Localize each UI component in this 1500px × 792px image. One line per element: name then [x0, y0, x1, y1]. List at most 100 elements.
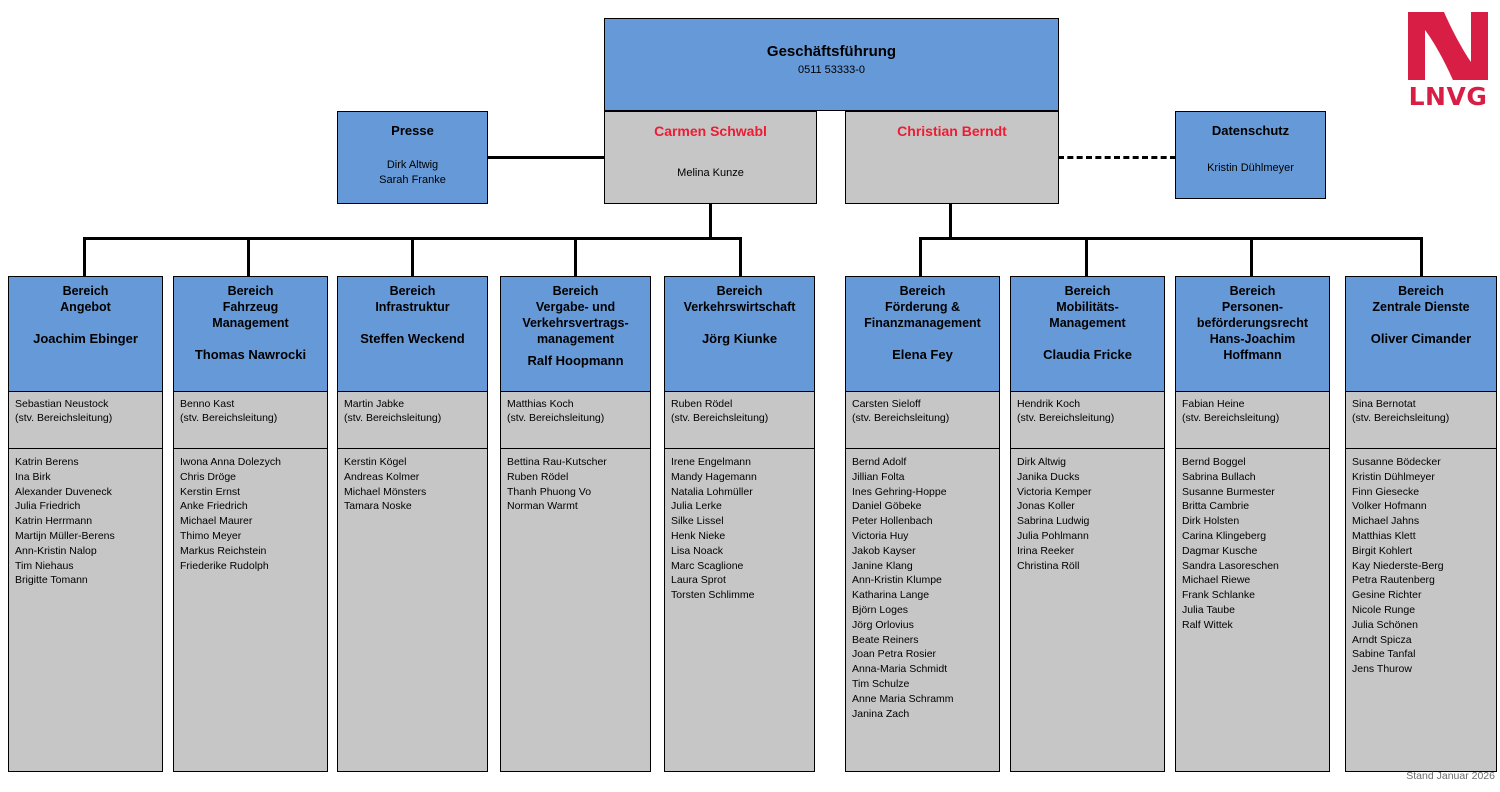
staff-member: Alexander Duveneck — [15, 485, 112, 498]
connector-drop-3 — [411, 237, 414, 276]
staff-member: Volker Hofmann — [1352, 500, 1427, 513]
staff-member: Lisa Noack — [671, 544, 723, 557]
director-right-box: Christian Berndt — [845, 111, 1059, 204]
staff-member: Britta Cambrie — [1182, 500, 1250, 513]
staff-member: Kerstin Ernst — [180, 485, 241, 498]
department-deputy: Sina Bernotat(stv. Bereichsleitung) — [1345, 392, 1497, 449]
staff-member: Jonas Koller — [1017, 500, 1075, 513]
staff-member: Sandra Lasoreschen — [1182, 559, 1279, 572]
connector-drop-8 — [1250, 237, 1253, 276]
staff-member: Irina Reeker — [1017, 544, 1075, 557]
staff-member: Victoria Kemper — [1017, 485, 1092, 498]
department-title-line: Bereich — [899, 284, 946, 298]
staff-member: Janine Klang — [852, 559, 913, 572]
department-title-line: Fahrzeug — [222, 300, 279, 314]
lnvg-n-mark — [1408, 12, 1488, 80]
staff-member: Daniel Göbeke — [852, 500, 922, 513]
connector-drop-4 — [574, 237, 577, 276]
deputy-name: Sebastian Neustock — [15, 398, 109, 410]
connector-presse — [488, 156, 605, 159]
department-title-line: Verkehrsvertrags- — [522, 316, 629, 330]
staff-member: Michael Jahns — [1352, 515, 1420, 528]
staff-member: Tim Niehaus — [15, 559, 74, 572]
staff-member: Christina Röll — [1017, 559, 1080, 572]
staff-member: Tamara Noske — [344, 500, 412, 513]
department-deputy: Martin Jabke(stv. Bereichsleitung) — [337, 392, 488, 449]
presse-box: Presse Dirk Altwig Sarah Franke — [337, 111, 488, 204]
department-title-line: Angebot — [60, 300, 111, 314]
department-title-line: Management — [1049, 316, 1126, 330]
staff-member: Torsten Schlimme — [671, 589, 755, 602]
staff-member: Thimo Meyer — [180, 529, 242, 542]
department-deputy: Benno Kast(stv. Bereichsleitung) — [173, 392, 328, 449]
staff-member: Ralf Wittek — [1182, 618, 1233, 631]
staff-member: Andreas Kolmer — [344, 470, 420, 483]
lnvg-logo: LNVG — [1404, 10, 1492, 111]
staff-member: Julia Friedrich — [15, 500, 81, 513]
department-lead: Jörg Kiunke — [701, 331, 778, 346]
staff-member: Marc Scaglione — [671, 559, 744, 572]
deputy-role: (stv. Bereichsleitung) — [671, 412, 769, 424]
department-title-line: Bereich — [1398, 284, 1444, 298]
staff-member: Kerstin Kögel — [344, 456, 407, 468]
department-deputy: Hendrik Koch(stv. Bereichsleitung) — [1010, 392, 1165, 449]
connector-drop-7 — [1085, 237, 1088, 276]
staff-member: Susanne Burmester — [1182, 485, 1275, 498]
staff-member: Julia Pohlmann — [1017, 529, 1089, 542]
datenschutz-title: Datenschutz — [1211, 123, 1290, 138]
staff-member: Julia Schönen — [1352, 618, 1418, 631]
staff-member: Carina Klingeberg — [1182, 529, 1267, 542]
department-deputy: Ruben Rödel (stv. Bereichsleitung) — [664, 392, 815, 449]
staff-member: Petra Rautenberg — [1352, 574, 1435, 587]
datenschutz-person-1: Kristin Dühlmeyer — [1207, 162, 1294, 174]
staff-member: Mandy Hagemann — [671, 470, 757, 483]
deputy-role: (stv. Bereichsleitung) — [507, 412, 605, 424]
staff-member: Bernd Adolf — [852, 456, 907, 468]
department-title-line: beförderungsrecht — [1196, 316, 1309, 330]
connector-drop-9 — [1420, 237, 1423, 276]
staff-member: Dirk Holsten — [1182, 515, 1240, 528]
staff-member: Nicole Runge — [1352, 603, 1416, 616]
staff-member: Jillian Folta — [852, 470, 905, 483]
director-right-name: Christian Berndt — [897, 123, 1007, 139]
deputy-name: Fabian Heine — [1182, 398, 1245, 410]
staff-member: Natalia Lohmüller — [671, 485, 753, 498]
deputy-name: Carsten Sieloff — [852, 398, 921, 410]
staff-member: Jakob Kayser — [852, 544, 916, 557]
department-deputy: Carsten Sieloff(stv. Bereichsleitung) — [845, 392, 1000, 449]
staff-member: Birgit Kohlert — [1352, 544, 1413, 557]
department-title-line: Förderung & — [885, 300, 960, 314]
department-deputy: Matthias Koch(stv. Bereichsleitung) — [500, 392, 651, 449]
staff-member: Chris Dröge — [180, 470, 237, 483]
deputy-role: (stv. Bereichsleitung) — [1017, 412, 1115, 424]
staff-member: Julia Taube — [1182, 603, 1235, 616]
department-title-line: Vergabe- und — [535, 300, 616, 314]
staff-member: Finn Giesecke — [1352, 485, 1420, 498]
staff-member: Janika Ducks — [1017, 470, 1080, 483]
department-deputy: Fabian Heine(stv. Bereichsleitung) — [1175, 392, 1330, 449]
staff-member: Katrin Herrmann — [15, 515, 93, 528]
deputy-name: Ruben Rödel — [671, 398, 733, 410]
staff-member: Susanne Bödecker — [1352, 456, 1441, 468]
department-lead: Elena Fey — [892, 347, 953, 362]
stand-footer: Stand Januar 2026 — [1406, 770, 1495, 782]
department-lead: Claudia Fricke — [1043, 347, 1132, 362]
staff-member: Kay Niederste-Berg — [1352, 559, 1444, 572]
staff-member: Norman Warmt — [507, 500, 578, 513]
department-lead: Joachim Ebinger — [33, 331, 138, 346]
staff-member: Sabine Tanfal — [1352, 648, 1416, 661]
